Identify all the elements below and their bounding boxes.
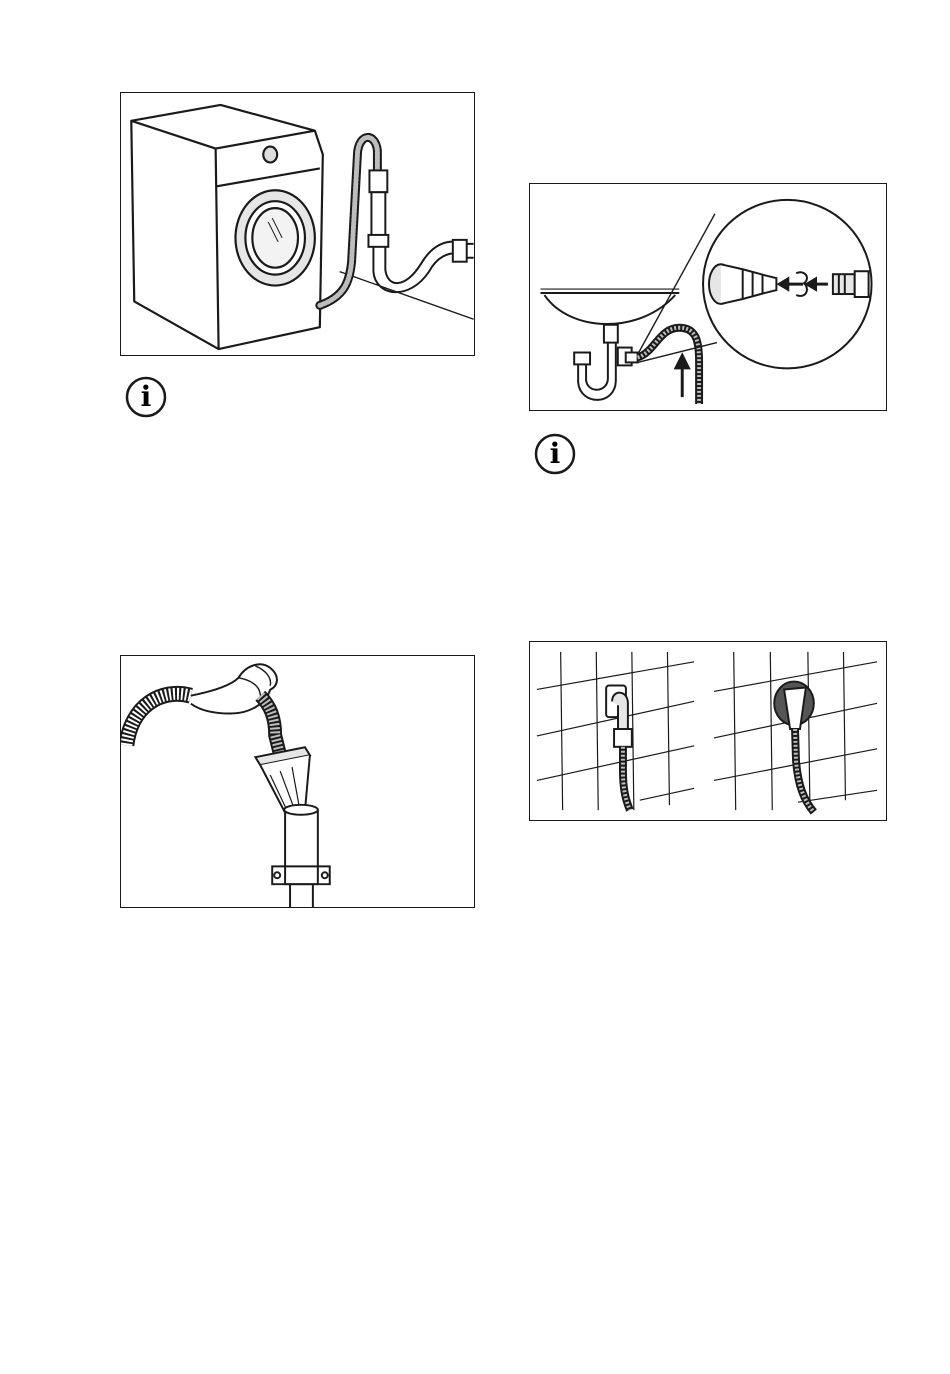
figure-washer-drain-standpipe (120, 92, 475, 356)
info-icon: i (534, 433, 576, 475)
info-icon-letter: i (550, 437, 561, 470)
sink-trap-hose-connection-illustration (530, 184, 886, 410)
washing-machine-drain-hose-illustration (121, 93, 474, 355)
info-icon-letter: i (141, 380, 152, 413)
figure-sink-trap-connection (529, 183, 887, 411)
figure-wall-tap-connection (529, 641, 887, 821)
figure-hose-into-standpipe (120, 655, 475, 908)
info-icon: i (125, 376, 167, 418)
wall-tap-hose-illustration (530, 642, 886, 820)
hand-inserting-hose-illustration (121, 656, 474, 907)
